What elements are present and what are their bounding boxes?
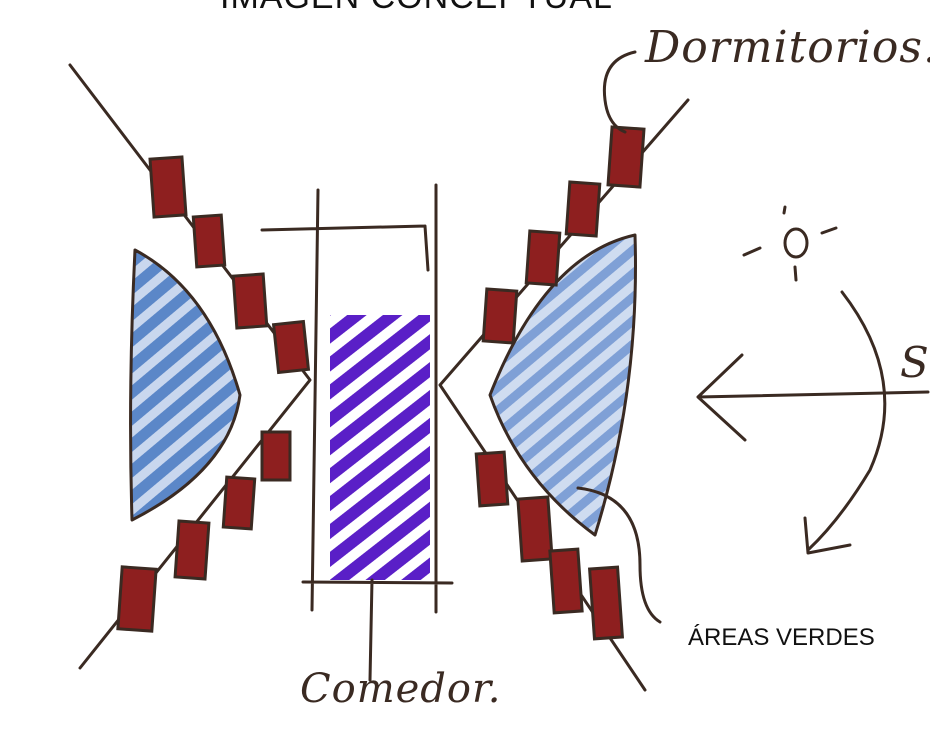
bedroom-block <box>550 549 582 613</box>
bedroom-block <box>566 182 600 236</box>
dining-hatch-fill <box>330 315 430 580</box>
dormitorios-leader <box>604 52 635 132</box>
bedroom-block <box>223 477 254 529</box>
bedroom-block <box>118 567 156 631</box>
comedor-label: Comedor. <box>300 666 501 712</box>
bedroom-block <box>590 567 623 639</box>
bedroom-block <box>518 497 552 561</box>
sun-path-arrow-icon <box>805 292 885 553</box>
bedroom-block <box>526 231 560 285</box>
dormitorios-label: Dormitorios. <box>645 22 930 73</box>
bedroom-block <box>175 521 209 579</box>
bedroom-block <box>193 215 224 267</box>
diagram-title: IMAGEN CONCEPTUAL <box>220 0 600 17</box>
bedroom-block <box>483 289 517 343</box>
bedroom-block <box>476 452 508 506</box>
bedroom-block <box>274 322 309 373</box>
bedroom-block <box>608 127 644 187</box>
direction-arrow-icon <box>698 355 928 440</box>
areas-verdes-label: ÁREAS VERDES <box>688 624 875 652</box>
bedroom-block <box>262 432 290 480</box>
bedroom-block <box>150 157 186 217</box>
sun-icon <box>744 207 836 280</box>
south-label: S <box>900 338 929 387</box>
bedroom-block <box>233 274 267 328</box>
left-green-area <box>131 250 240 520</box>
